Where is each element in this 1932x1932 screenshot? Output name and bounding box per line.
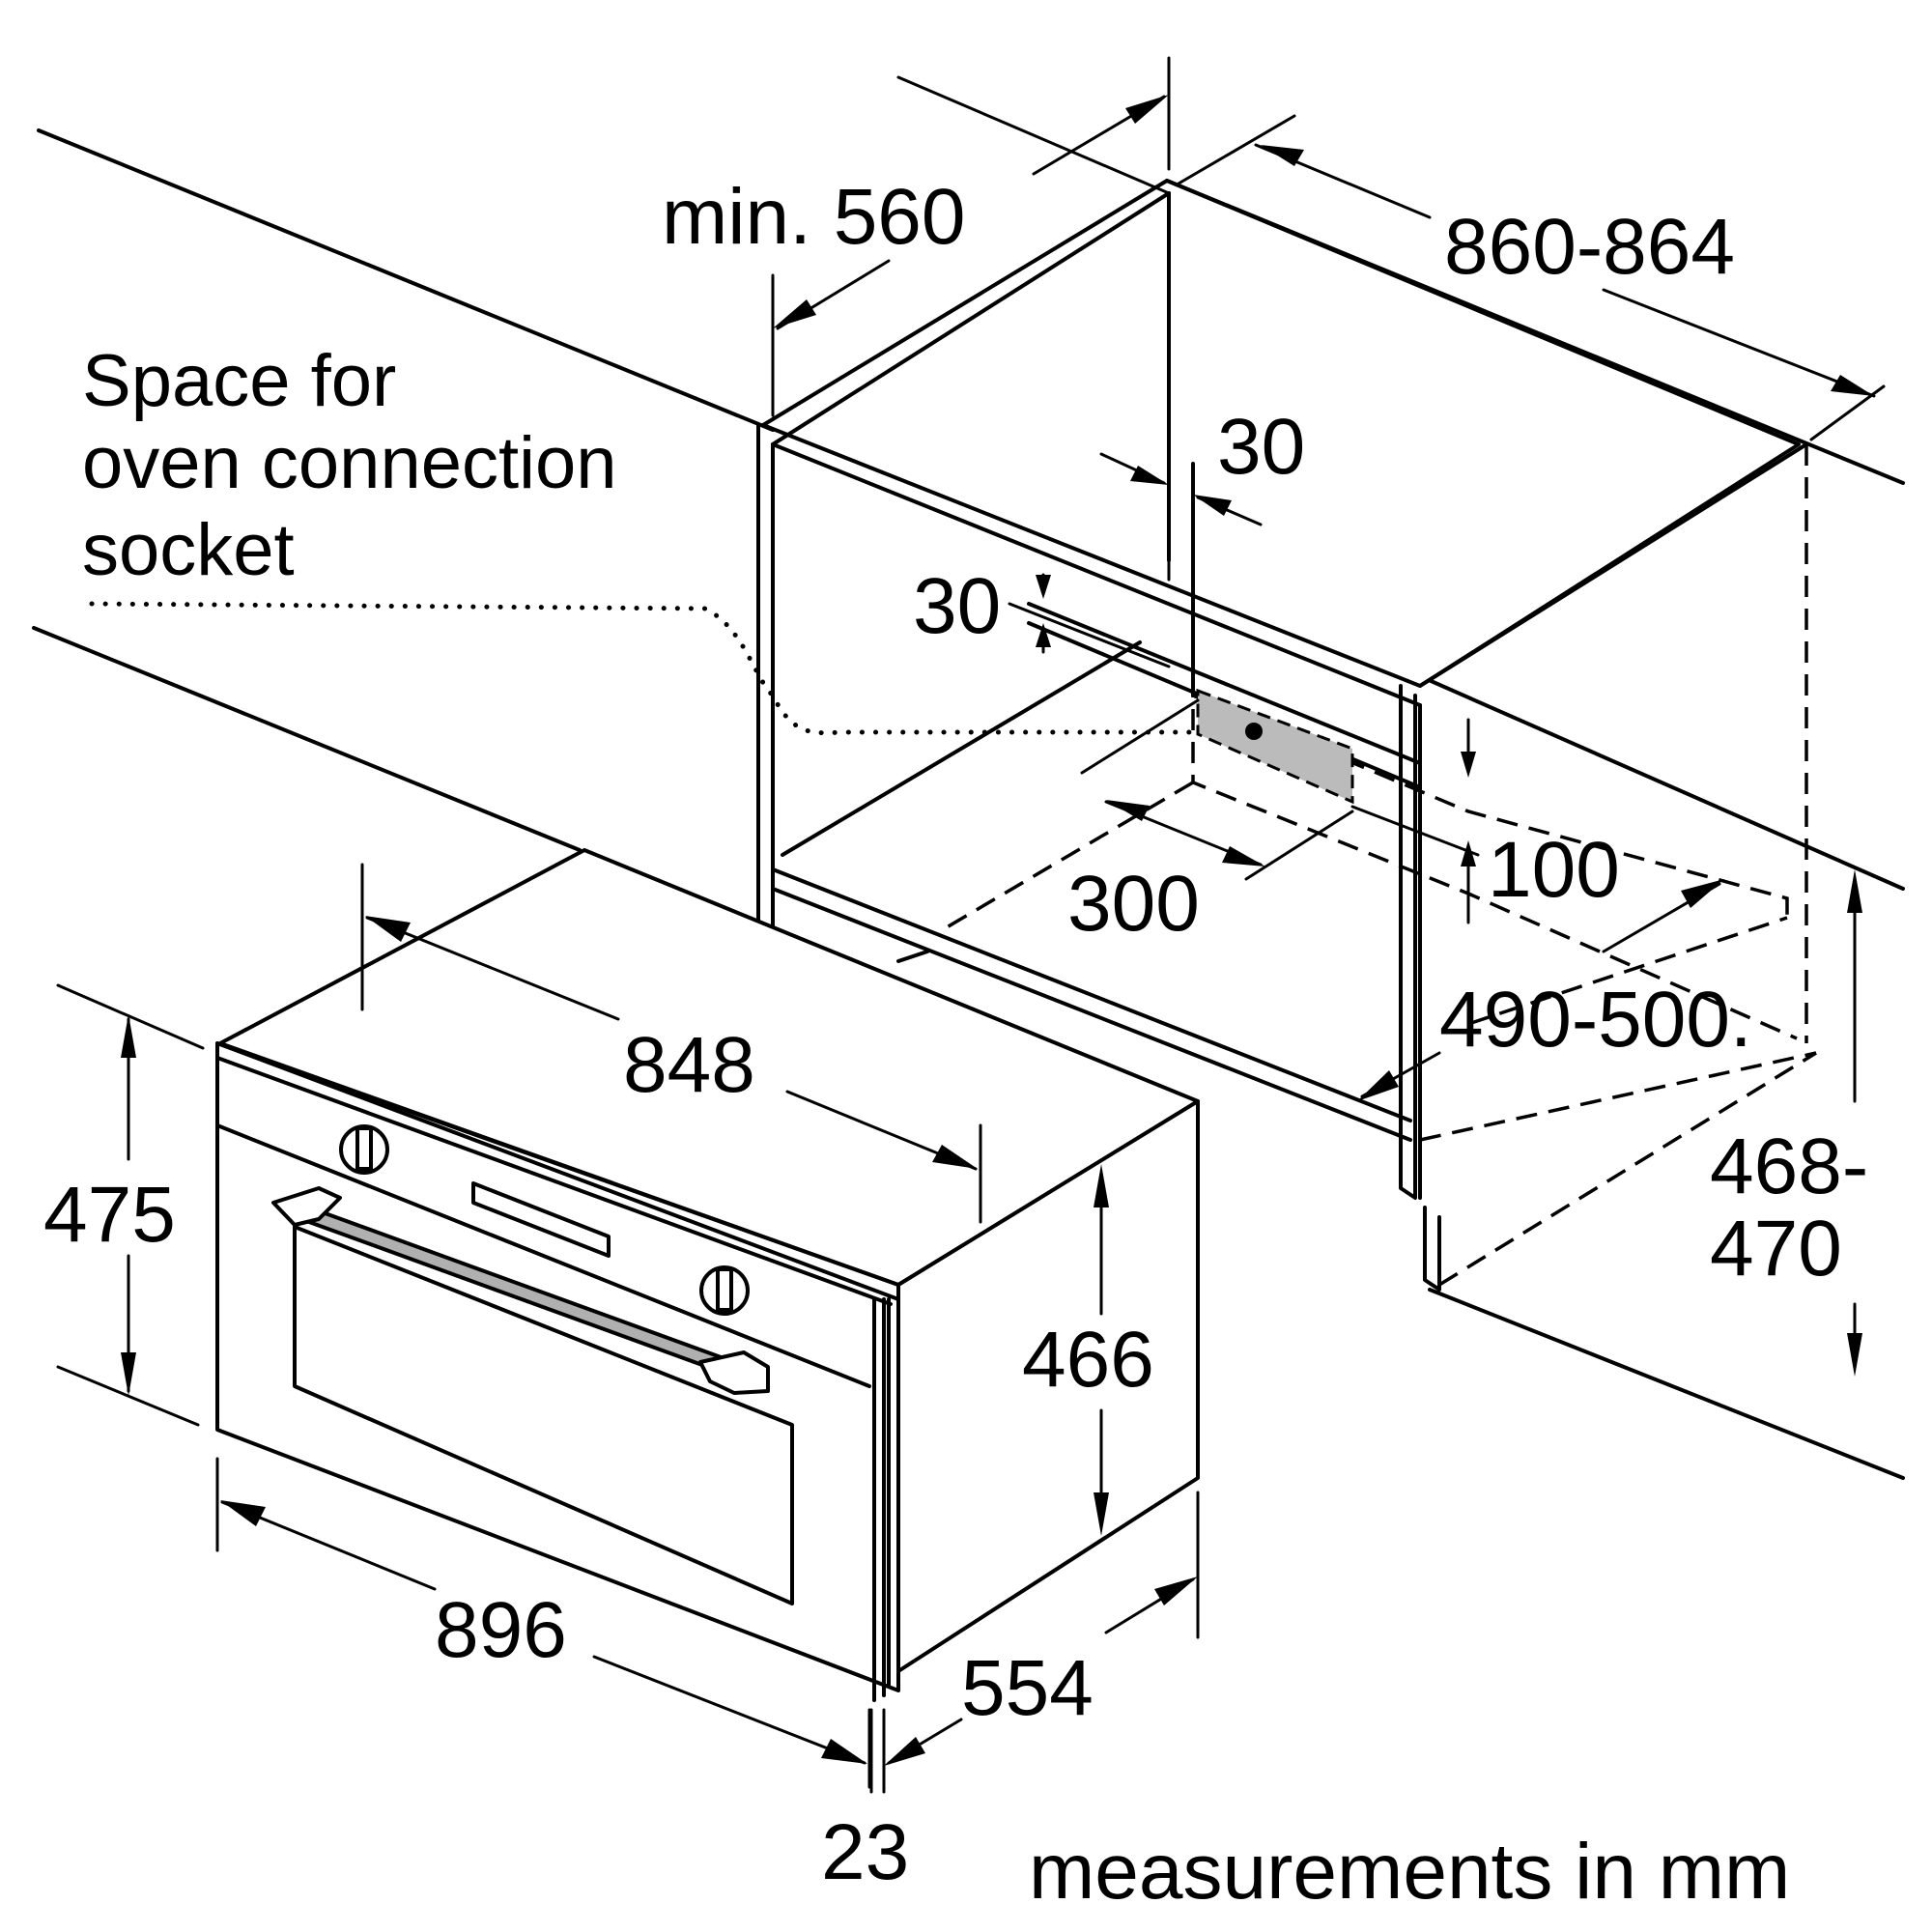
dimension-labels: min. 560 860-864 Space for oven connecti… (43, 173, 1868, 1916)
cabinet-niche (32, 128, 1905, 1480)
label-oven-height-475: 475 (43, 1171, 176, 1259)
label-oven-body-466: 466 (1022, 1316, 1154, 1404)
label-socket-note-1: Space for (82, 340, 396, 422)
socket-dot (1245, 723, 1263, 740)
dimension-lines (56, 56, 1886, 1794)
socket-zone (1196, 688, 1354, 805)
label-oven-top-848: 848 (623, 1021, 755, 1109)
label-socket-note-3: socket (82, 509, 295, 591)
socket-area (89, 601, 1354, 805)
oven (215, 848, 1200, 1702)
label-offset-30-top: 30 (913, 562, 1001, 650)
oven-display (471, 1181, 611, 1258)
label-depth-490-500: 490-500. (1439, 976, 1752, 1064)
label-oven-depth-554: 554 (961, 1644, 1094, 1732)
label-offset-30-side: 30 (1217, 403, 1305, 491)
label-niche-width: 860-864 (1444, 203, 1735, 291)
label-offset-100: 100 (1488, 826, 1620, 914)
label-niche-height-2: 470 (1710, 1205, 1842, 1293)
label-front-23: 23 (821, 1808, 909, 1896)
oven-knob-right[interactable] (699, 1265, 750, 1316)
oven-door-window (293, 1225, 794, 1605)
oven-handle-right-mount (698, 1350, 770, 1395)
label-units-note: measurements in mm (1029, 1828, 1790, 1916)
label-socket-note-2: oven connection (82, 422, 617, 504)
label-min-depth: min. 560 (662, 173, 966, 261)
oven-knob-left[interactable] (339, 1124, 389, 1175)
label-oven-width-896: 896 (435, 1586, 567, 1674)
oven-handle-left-mount (271, 1186, 342, 1227)
label-niche-height-1: 468- (1710, 1122, 1868, 1210)
socket-pointer-dotted-line (89, 601, 1196, 736)
label-width-300: 300 (1067, 860, 1200, 948)
